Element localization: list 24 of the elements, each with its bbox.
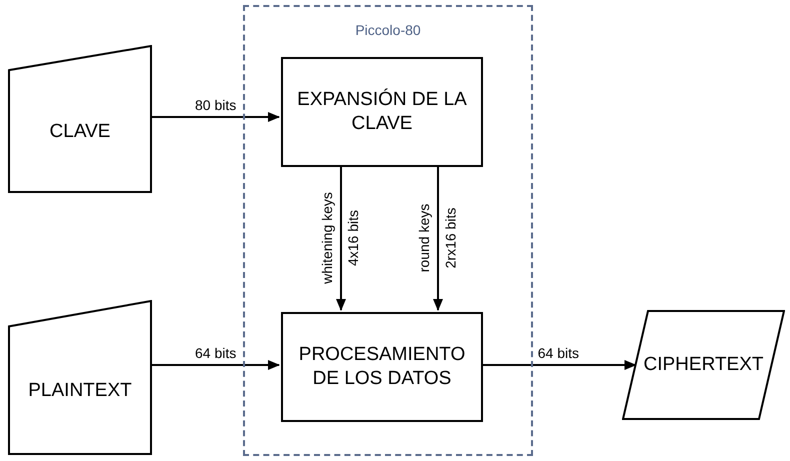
- output-parallelogram: [622, 310, 785, 420]
- manual-input-shape: [8, 300, 152, 455]
- edge-label: 64 bits: [194, 345, 238, 361]
- edge-label: 64 bits: [536, 345, 580, 361]
- arrow: [433, 165, 443, 311]
- process-box: [281, 57, 483, 167]
- edge-label: 2rx16 bits: [442, 207, 458, 268]
- node-label: CIPHERTEXT: [646, 353, 761, 377]
- arrow: [336, 165, 346, 311]
- key-type-label: whitening keys: [318, 192, 335, 284]
- group-title: Piccolo-80: [354, 21, 422, 39]
- key-type-label: round keys: [416, 203, 432, 272]
- arrow: [152, 360, 280, 370]
- edge-label: 80 bits: [194, 97, 238, 113]
- node-label: PLAINTEXT: [27, 378, 133, 403]
- group-frame: [243, 5, 533, 456]
- node-label: CLAVE: [48, 120, 112, 144]
- manual-input-shape: [8, 45, 152, 193]
- node-label: EXPANSIÓN DE LA CLAVE: [296, 88, 468, 136]
- arrow: [481, 360, 636, 370]
- process-box: [281, 312, 483, 422]
- arrow: [152, 112, 280, 122]
- edge-label: 4x16 bits: [345, 209, 362, 266]
- node-label: PROCESAMIENTO DE LOS DATOS: [298, 343, 466, 391]
